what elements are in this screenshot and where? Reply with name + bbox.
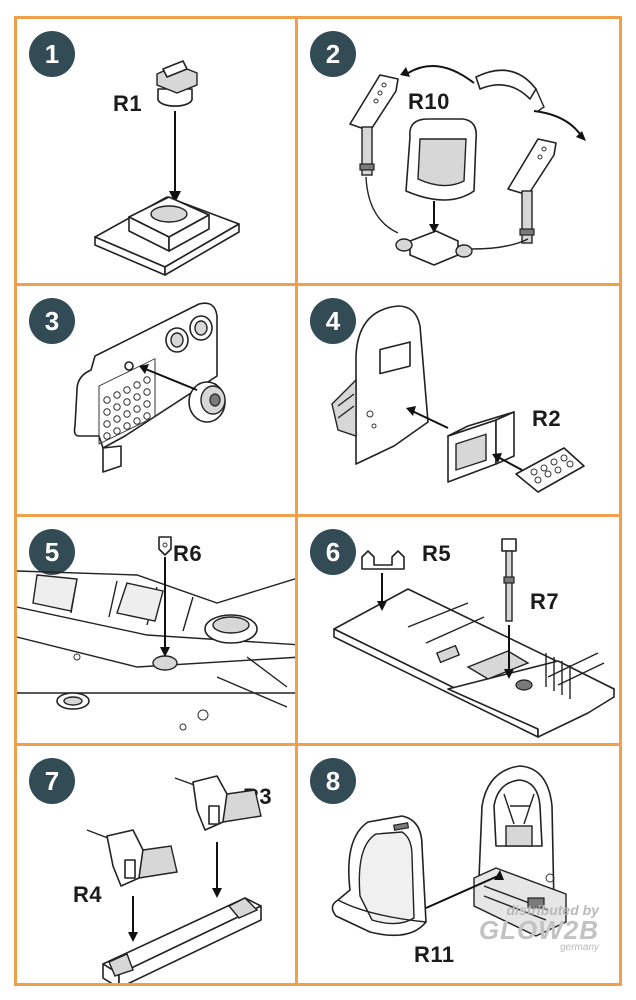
watermark-line-3: germany (560, 942, 599, 953)
step-3-panel: 3 (14, 283, 298, 517)
step-4-panel: 4 R2 (295, 283, 622, 517)
step-badge: 7 (29, 758, 75, 804)
step-8-drawing (331, 765, 567, 937)
distributor-watermark: distributed by GLOW2B germany (479, 902, 599, 953)
part-label-r7: R7 (530, 589, 560, 614)
part-label-r6: R6 (173, 541, 203, 566)
step-8-panel: 8 R11 distributed by GLOW2B germany (295, 743, 622, 986)
watermark-logo: GLOW2B (478, 915, 599, 945)
step-7-drawing (86, 775, 262, 983)
step-2-drawing (349, 65, 586, 266)
step-badge: 3 (29, 298, 75, 344)
part-label-r10: R10 (408, 89, 450, 114)
part-label-r1: R1 (113, 91, 143, 116)
step-1-drawing (94, 60, 240, 276)
instruction-sheet: 1 R1 2 R10 (14, 16, 622, 986)
step-badge: 6 (310, 529, 356, 575)
part-label-r5: R5 (422, 541, 452, 566)
step-3-drawing (73, 302, 226, 473)
watermark-line-1: distributed by (506, 902, 599, 918)
step-badge: 2 (310, 31, 356, 77)
step-badge: 8 (310, 758, 356, 804)
step-5-drawing (17, 536, 295, 731)
step-4-drawing (331, 305, 585, 493)
step-7-panel: 7 R3 R4 (14, 743, 298, 986)
step-6-panel: 6 R5 R7 (295, 514, 622, 746)
step-badge: 1 (29, 31, 75, 77)
part-label-r2: R2 (532, 406, 562, 431)
part-label-r11: R11 (414, 942, 455, 967)
step-badge: 4 (310, 298, 356, 344)
step-badge: 5 (29, 529, 75, 575)
step-2-panel: 2 R10 (295, 16, 622, 286)
step-6-drawing (333, 538, 615, 738)
step-5-panel: 5 R6 (14, 514, 298, 746)
part-label-r4: R4 (73, 882, 103, 907)
step-1-panel: 1 R1 (14, 16, 298, 286)
